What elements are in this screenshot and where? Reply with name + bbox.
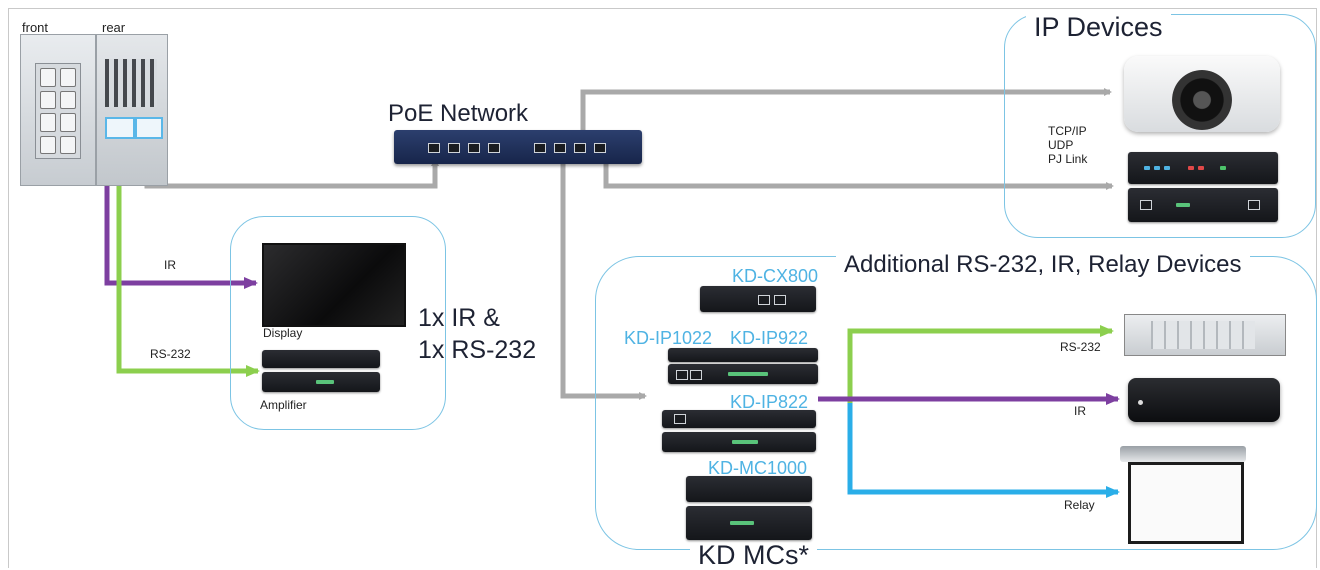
line-relay-to-screen <box>847 403 1120 498</box>
keypad-front-label: front <box>22 20 49 35</box>
keypad-ir-rs232-port <box>105 117 135 139</box>
output-rs232-label: RS-232 <box>1060 340 1101 354</box>
model-kd-mc1000: KD-MC1000 <box>708 458 808 478</box>
additional-devices-title: Additional RS-232, IR, Relay Devices <box>836 250 1250 280</box>
projection-screen <box>1128 462 1244 544</box>
protocol-pjlink: PJ Link <box>1048 152 1088 166</box>
keypad-rear-terminals <box>105 59 157 107</box>
poe-network-title: PoE Network <box>388 100 529 127</box>
protocol-udp: UDP <box>1048 138 1074 152</box>
rs232-label: RS-232 <box>150 347 191 361</box>
kd-mc1000-front <box>686 476 812 502</box>
rs232-rack-device <box>1124 314 1286 356</box>
kd-cx800-device <box>700 286 816 312</box>
diagram-frame <box>8 8 1317 568</box>
local-devices-region <box>230 216 446 430</box>
projector <box>1124 56 1280 132</box>
ir-media-player <box>1128 378 1280 422</box>
output-relay-label: Relay <box>1064 498 1095 512</box>
line-switch-to-projector <box>580 88 1112 138</box>
kd-ip-device-front <box>668 348 818 362</box>
protocol-tcpip: TCP/IP <box>1048 124 1087 138</box>
amplifier-label: Amplifier <box>260 398 307 412</box>
model-kd-cx800: KD-CX800 <box>732 266 819 286</box>
ip-controller-front <box>1128 152 1278 184</box>
model-kd-ip1022: KD-IP1022 <box>624 328 713 348</box>
projector-lens <box>1172 70 1232 130</box>
summary-rs232: 1x RS-232 <box>418 336 537 364</box>
display-label: Display <box>263 326 303 340</box>
line-rs232-to-rack <box>847 325 1114 413</box>
keypad-buttons <box>35 63 81 159</box>
display-screen <box>262 243 406 327</box>
kd-ip-device-rear <box>668 364 818 384</box>
keypad-front <box>20 34 96 186</box>
ip-protocol-list: TCP/IP UDP PJ Link <box>1048 124 1087 166</box>
ir-label: IR <box>164 258 176 272</box>
model-kd-ip822: KD-IP822 <box>730 392 809 412</box>
line-switch-to-kd-ip822 <box>560 152 647 400</box>
ip-devices-title: IP Devices <box>1026 12 1171 42</box>
line-rs232-to-amplifier <box>116 134 260 377</box>
model-kd-ip922: KD-IP922 <box>730 328 809 348</box>
kd-ip822-front <box>662 410 816 428</box>
line-keypad-to-switch <box>144 148 439 189</box>
kd-mc1000-rear <box>686 506 812 540</box>
kd-mcs-footer: KD MCs* <box>690 540 818 570</box>
kd-ip822-rear <box>662 432 816 452</box>
keypad-rear-label: rear <box>102 20 126 35</box>
amplifier-front <box>262 350 380 368</box>
keypad-rear <box>96 34 168 186</box>
summary-ir: 1x IR & <box>418 304 500 332</box>
rack-slots <box>1151 321 1255 349</box>
local-summary: 1x IR & 1x RS-232 <box>418 302 536 366</box>
ip-controller-rear <box>1128 188 1278 222</box>
projection-screen-housing <box>1120 446 1246 462</box>
amplifier-rear <box>262 372 380 392</box>
keypad-lan-port <box>135 117 163 139</box>
poe-switch <box>394 130 642 164</box>
output-ir-label: IR <box>1074 404 1086 418</box>
